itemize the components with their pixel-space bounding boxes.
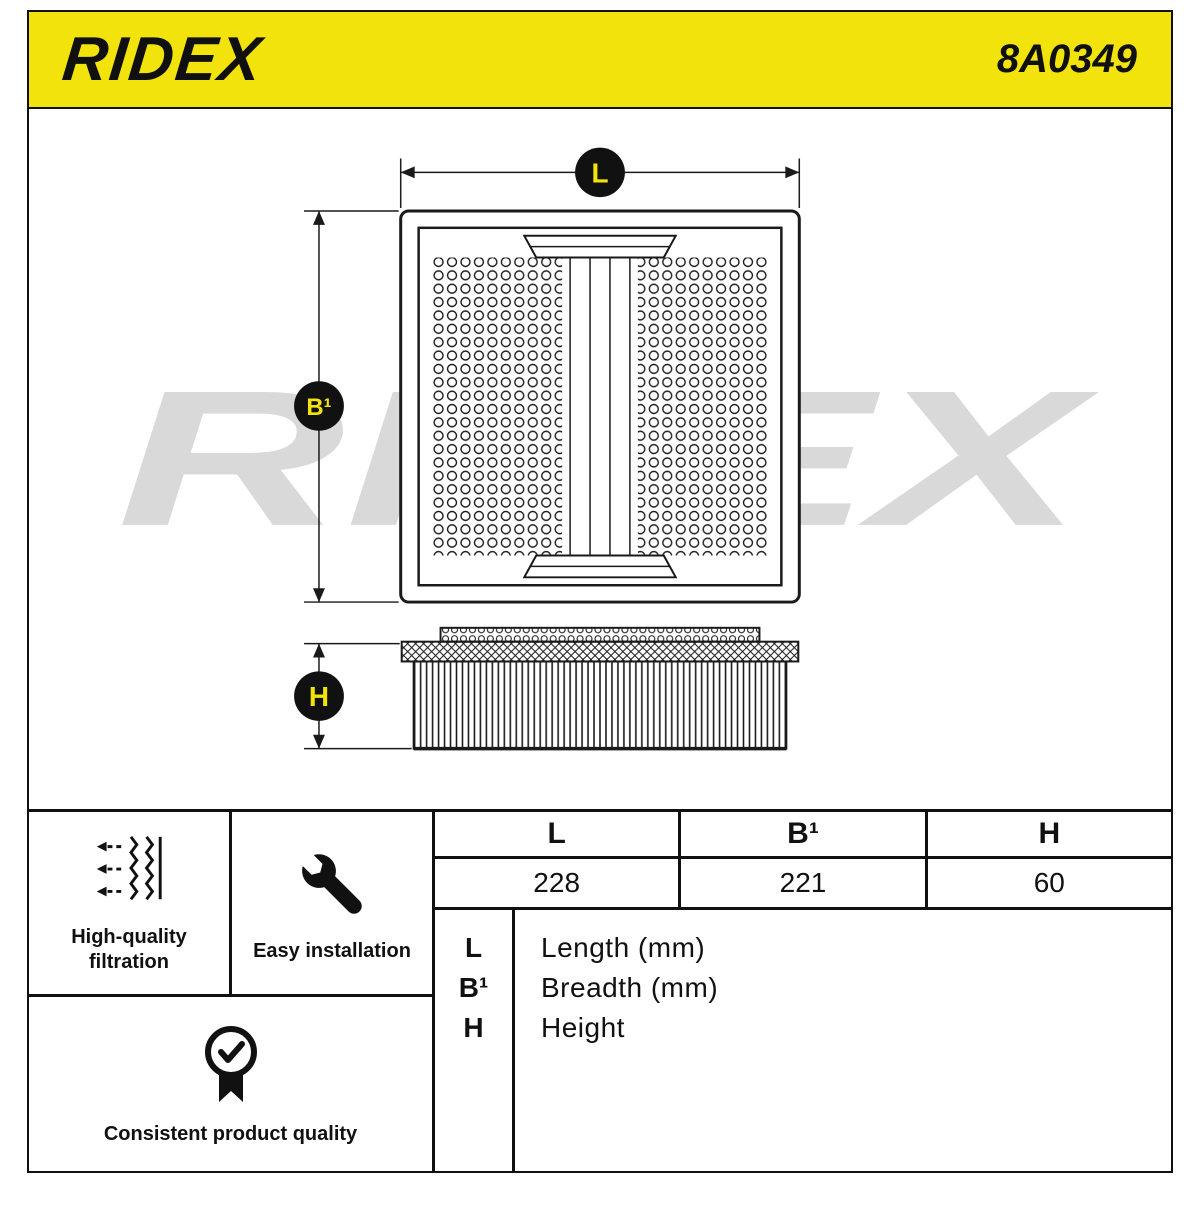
technical-drawing: RIDEX xyxy=(29,109,1171,809)
filter-frame xyxy=(400,640,800,663)
spec-value-row: 228 221 60 xyxy=(435,859,1171,910)
spec-header-height: H xyxy=(1038,817,1061,850)
feature-filtration-label: High-quality filtration xyxy=(71,926,187,973)
filtration-icon xyxy=(96,835,162,901)
legend-desc-height: Height xyxy=(541,1012,625,1043)
dim-length-label: L xyxy=(591,157,608,188)
spec-section: High-quality filtration Easy installatio… xyxy=(29,809,1171,1171)
feature-list: High-quality filtration Easy installatio… xyxy=(29,812,435,1171)
quality-badge-icon xyxy=(204,1025,257,1102)
legend-desc-breadth: Breadth (mm) xyxy=(541,972,719,1003)
brand-logo: RIDEX xyxy=(59,25,267,94)
dimension-height: H xyxy=(294,642,412,750)
wrench-icon xyxy=(302,853,362,914)
legend-symbol-height: H xyxy=(463,1012,484,1043)
dimension-length: L xyxy=(399,147,801,209)
feature-installation-label: Easy installation xyxy=(253,939,411,962)
legend-symbol-length: L xyxy=(464,932,483,963)
dim-height-label: H xyxy=(309,681,329,712)
dim-breadth-label: B¹ xyxy=(306,394,331,421)
side-view xyxy=(400,626,800,751)
product-card: RIDEX 8A0349 RIDEX xyxy=(27,10,1173,1173)
part-number: 8A0349 xyxy=(996,37,1137,81)
spec-value-length: 228 xyxy=(435,859,682,907)
feature-quality-label: Consistent product quality xyxy=(103,1122,358,1145)
spec-header-row: L B¹ H xyxy=(435,812,1171,859)
header: RIDEX 8A0349 xyxy=(29,12,1171,109)
drawing-svg: RIDEX xyxy=(117,147,1099,751)
feature-installation: Easy installation xyxy=(232,812,432,994)
spec-table: L B¹ H 228 221 60 L B¹ H Length (mm) Bre… xyxy=(435,812,1171,1171)
legend-description-column: Length (mm) Breadth (mm) Height xyxy=(515,910,1171,1171)
legend-desc-length: Length (mm) xyxy=(541,932,706,963)
spec-value-breadth: 221 xyxy=(681,859,928,907)
spec-value-height: 60 xyxy=(1033,867,1065,898)
dimension-breadth: B¹ xyxy=(294,210,399,603)
spec-header-length: L xyxy=(435,812,682,856)
pleats-area xyxy=(412,660,788,750)
top-view xyxy=(399,209,801,604)
feature-quality: Consistent product quality xyxy=(29,997,432,1171)
legend: L B¹ H Length (mm) Breadth (mm) Height xyxy=(435,910,1171,1171)
legend-symbol-column: L B¹ H xyxy=(435,910,515,1171)
spec-header-breadth: B¹ xyxy=(681,812,928,856)
legend-symbol-breadth: B¹ xyxy=(458,972,489,1003)
feature-filtration: High-quality filtration xyxy=(29,812,232,994)
